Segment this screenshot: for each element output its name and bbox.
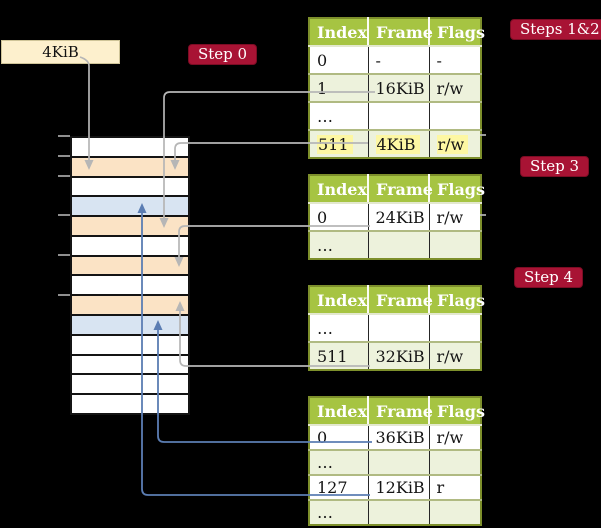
- table-row: 1 16KiB r/w: [309, 74, 481, 103]
- memory-row-12: [72, 373, 188, 394]
- highlighted-value: r/w: [436, 134, 469, 154]
- cell-frame: 36KiB: [368, 425, 430, 451]
- table-row: …: [309, 314, 481, 343]
- cell-frame: [368, 102, 430, 131]
- root-pointer-box: 4KiB: [1, 40, 120, 64]
- page-table-leaf: Index Frame Flags 0 36KiB r/w … 127 12Ki…: [308, 396, 485, 526]
- memory-row-10: [72, 333, 188, 354]
- col-header-flags: Flags: [429, 286, 485, 315]
- cell-frame: 24KiB: [368, 203, 430, 232]
- memory-row-2: [72, 175, 188, 196]
- cell-flags: [429, 450, 481, 476]
- cell-frame: 16KiB: [368, 74, 430, 103]
- cell-flags: [429, 500, 481, 525]
- cell-index: 511: [309, 342, 369, 370]
- col-header-index: Index: [309, 18, 369, 47]
- cell-flags: r/w: [429, 342, 481, 370]
- memory-row-0: [72, 138, 188, 156]
- memory-row-5: [72, 234, 188, 255]
- table-header-row: Index Frame Flags: [309, 175, 485, 204]
- cell-frame: [368, 450, 430, 476]
- col-header-index: Index: [309, 286, 369, 315]
- col-header-frame: Frame: [368, 286, 433, 315]
- cell-flags: r/w: [429, 130, 481, 158]
- cell-index: 511: [309, 130, 369, 158]
- cell-flags: r: [429, 475, 481, 501]
- cell-index: 0: [309, 46, 369, 75]
- memory-row-8: [72, 294, 188, 315]
- table-header-row: Index Frame Flags: [309, 286, 485, 315]
- cell-frame: [368, 314, 430, 343]
- page-boundary-tick: [58, 254, 70, 256]
- cell-frame: [368, 231, 430, 259]
- cell-flags: r/w: [429, 74, 481, 103]
- cell-frame: 32KiB: [368, 342, 430, 370]
- col-header-frame: Frame: [368, 175, 433, 204]
- col-header-index: Index: [309, 397, 369, 426]
- col-header-index: Index: [309, 175, 369, 204]
- memory-row-1: [72, 155, 188, 176]
- table-row: 511 32KiB r/w: [309, 342, 481, 370]
- memory-row-7: [72, 274, 188, 295]
- col-header-flags: Flags: [429, 175, 485, 204]
- table-header-row: Index Frame Flags: [309, 397, 485, 426]
- table-row: 0 36KiB r/w: [309, 425, 481, 451]
- cell-index: …: [309, 102, 369, 131]
- memory-row-11: [72, 353, 188, 374]
- memory-row-9: [72, 314, 188, 334]
- table-row: …: [309, 450, 481, 476]
- cell-flags: r/w: [429, 203, 481, 232]
- cell-frame: 12KiB: [368, 475, 430, 501]
- table-row: 0 - -: [309, 46, 481, 75]
- cell-index: …: [309, 314, 369, 343]
- cell-index: 1: [309, 74, 369, 103]
- memory-row-13: [72, 393, 188, 413]
- table-row: 0 24KiB r/w: [309, 203, 481, 232]
- badge-step-3: Step 3: [520, 156, 590, 177]
- cell-flags: [429, 231, 481, 259]
- cell-index: 0: [309, 203, 369, 232]
- page-boundary-tick: [58, 214, 70, 216]
- memory-row-6: [72, 254, 188, 275]
- cell-flags: -: [429, 46, 481, 75]
- page-boundary-tick: [58, 155, 70, 157]
- highlighted-value: 4KiB: [375, 134, 420, 154]
- page-boundary-tick: [58, 294, 70, 296]
- cell-index: …: [309, 231, 369, 259]
- badge-steps-1-2: Steps 1&2: [510, 19, 601, 40]
- memory-row-3: [72, 195, 188, 216]
- badge-step-0: Step 0: [188, 44, 258, 65]
- memory-row-4: [72, 215, 188, 235]
- cell-flags: [429, 102, 481, 131]
- table-row: …: [309, 102, 481, 131]
- memory-stack: [70, 136, 190, 415]
- page-table-level3: Index Frame Flags … 511 32KiB r/w: [308, 285, 485, 371]
- page-boundary-tick: [58, 135, 70, 137]
- cell-frame: [368, 500, 430, 525]
- table-row: …: [309, 231, 481, 259]
- col-header-flags: Flags: [429, 397, 485, 426]
- table-row-highlighted: 511 4KiB r/w: [309, 130, 481, 158]
- cell-index: 0: [309, 425, 369, 451]
- badge-step-4: Step 4: [514, 267, 584, 288]
- cell-index: …: [309, 450, 369, 476]
- cell-flags: [429, 314, 481, 343]
- page-table-root: Index Frame Flags 0 - - 1 16KiB r/w … 51…: [308, 17, 485, 159]
- highlighted-value: 511: [317, 134, 353, 154]
- cell-index: 127: [309, 475, 369, 501]
- table-header-row: Index Frame Flags: [309, 18, 485, 47]
- cell-frame: 4KiB: [368, 130, 430, 158]
- table-row: …: [309, 500, 481, 525]
- cell-index: …: [309, 500, 369, 525]
- col-header-flags: Flags: [429, 18, 485, 47]
- cell-flags: r/w: [429, 425, 481, 451]
- page-boundary-tick: [58, 175, 70, 177]
- col-header-frame: Frame: [368, 397, 433, 426]
- page-table-level2: Index Frame Flags 0 24KiB r/w …: [308, 174, 485, 260]
- col-header-frame: Frame: [368, 18, 433, 47]
- table-row: 127 12KiB r: [309, 475, 481, 501]
- cell-frame: -: [368, 46, 430, 75]
